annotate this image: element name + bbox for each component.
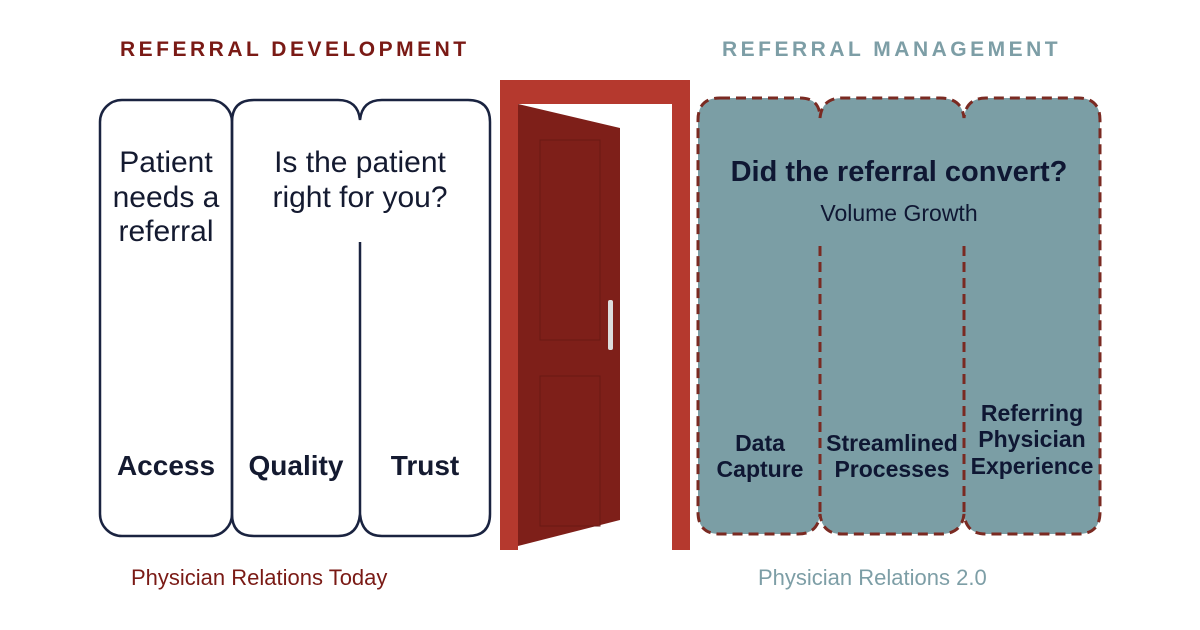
door-icon <box>500 80 690 550</box>
referral-management-title: REFERRAL MANAGEMENT <box>722 38 1062 61</box>
label-referring-physician-experience: Referring Physician Experience <box>970 400 1094 479</box>
volume-growth-text: Volume Growth <box>820 200 978 226</box>
physician-relations-2: Physician Relations 2.0 <box>758 565 987 590</box>
label-trust: Trust <box>390 450 460 481</box>
label-access: Access <box>116 450 216 481</box>
door-handle-icon <box>608 300 613 350</box>
label-streamlined-processes: Streamlined Processes <box>826 430 958 483</box>
right-panel <box>696 96 1102 536</box>
label-quality: Quality <box>248 450 344 481</box>
referral-convert-question: Did the referral convert? <box>730 156 1068 188</box>
left-panel-outline <box>98 98 492 538</box>
label-data-capture: Data Capture <box>716 430 804 483</box>
patient-needs-referral-text: Patient needs a referral <box>112 146 220 248</box>
referral-development-title: REFERRAL DEVELOPMENT <box>120 38 470 61</box>
patient-right-text: Is the patient right for you? <box>272 146 448 214</box>
physician-relations-today: Physician Relations Today <box>131 565 388 590</box>
